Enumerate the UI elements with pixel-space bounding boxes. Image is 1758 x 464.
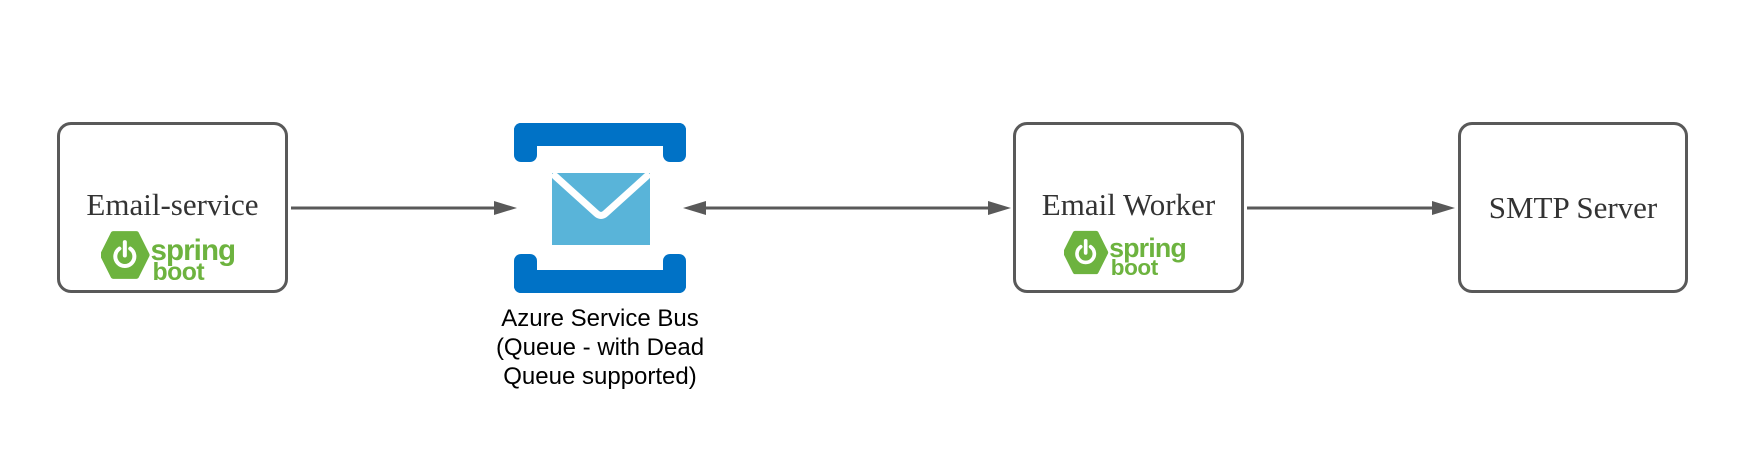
email-service-label: Email-service <box>86 187 259 222</box>
spring-wordmark: spring <box>151 234 236 267</box>
spring-boot-logo: spring boot <box>101 231 236 282</box>
node-smtp-server: SMTP Server <box>1458 122 1688 293</box>
boot-wordmark: boot <box>152 259 204 282</box>
service-bus-label-line3: Queue supported) <box>503 363 697 390</box>
spring-hexagon-icon <box>1063 230 1108 275</box>
arrow-bus-to-worker-bidirectional <box>683 201 1011 215</box>
node-email-service: Email-service spring boot <box>57 122 288 293</box>
spring-wordmark: spring <box>1109 233 1186 263</box>
top-bracket-icon <box>514 123 686 162</box>
arrow-email-service-to-bus <box>291 201 517 215</box>
spring-boot-logo: spring boot <box>1063 230 1186 277</box>
service-bus-label-line2: (Queue - with Dead <box>495 334 705 361</box>
node-email-worker: Email Worker spring boot <box>1013 122 1244 293</box>
service-bus-label-line1: Azure Service Bus <box>501 305 699 332</box>
bottom-bracket-icon <box>514 254 686 293</box>
email-worker-label: Email Worker <box>1041 187 1216 222</box>
service-bus-label: Azure Service Bus (Queue - with Dead Que… <box>440 304 760 391</box>
spring-hexagon-icon <box>101 231 150 279</box>
boot-wordmark: boot <box>1110 255 1158 277</box>
arrow-worker-to-smtp <box>1247 201 1455 215</box>
azure-service-bus-icon <box>514 123 686 293</box>
smtp-server-label: SMTP Server <box>1488 189 1658 225</box>
envelope-icon <box>551 172 651 245</box>
